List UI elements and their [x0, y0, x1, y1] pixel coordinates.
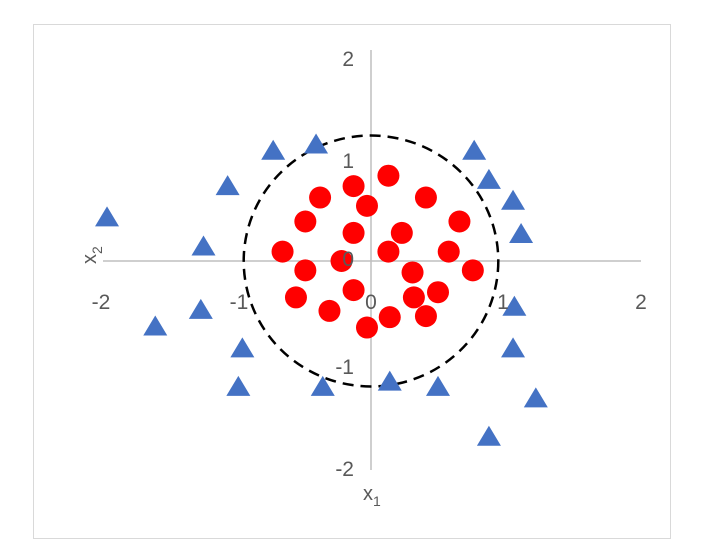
tick-labels: -2 -1 0 1 2 2 1 0 -1 -2 — [92, 48, 647, 481]
red-circle-point — [437, 240, 460, 263]
blue-triangle-point — [226, 375, 251, 396]
red-circle-point — [448, 210, 471, 233]
blue-triangle-point — [502, 295, 527, 316]
red-circle-point — [284, 286, 307, 309]
blue-triangle-point — [476, 425, 501, 446]
red-circle-point — [309, 186, 332, 209]
blue-triangle-point — [377, 370, 402, 391]
blue-triangle-point — [143, 315, 168, 336]
red-circle-point — [401, 261, 424, 284]
y-axis-label: x2 — [79, 246, 105, 264]
x-tick-label: 0 — [365, 291, 377, 314]
blue-triangle-point — [310, 375, 335, 396]
axes — [103, 50, 641, 470]
red-circle-point — [378, 306, 401, 329]
red-circle-point — [390, 221, 413, 244]
y-tick-label: -1 — [335, 356, 354, 379]
red-circle-point — [402, 286, 425, 309]
y-tick-label: -2 — [335, 458, 354, 481]
red-circle-point — [355, 316, 378, 339]
red-circle-point — [342, 175, 365, 198]
x-tick-label: 2 — [635, 291, 647, 314]
red-circle-point — [414, 305, 437, 328]
blue-triangle-point — [509, 223, 534, 243]
blue-triangle-point — [501, 337, 526, 358]
red-circle-point — [342, 279, 365, 302]
red-circle-point — [377, 240, 400, 263]
blue-triangle-point — [476, 168, 501, 189]
red-circle-point — [377, 164, 400, 187]
red-circle-point — [461, 259, 484, 282]
blue-triangle-point — [501, 189, 526, 210]
blue-triangle-point — [462, 139, 487, 160]
blue-triangle-point — [261, 139, 286, 160]
red-circle-point — [294, 210, 317, 233]
y-tick-label: 2 — [342, 48, 354, 71]
red-circle-point — [427, 281, 449, 304]
blue-triangle-point — [191, 235, 216, 256]
x-axis-label: x1 — [363, 483, 381, 509]
blue-triangle-point — [188, 298, 213, 319]
red-circle-point — [414, 186, 437, 209]
data-points — [95, 133, 548, 446]
boundary-circle — [242, 134, 500, 388]
red-circle-point — [318, 299, 341, 322]
blue-triangle-point — [304, 133, 329, 154]
red-circle-point — [355, 194, 378, 217]
red-circle-point — [330, 250, 353, 272]
x-tick-label: 1 — [497, 291, 509, 314]
x-tick-label: -2 — [92, 291, 111, 314]
blue-triangle-point — [523, 387, 548, 408]
blue-triangle-point — [215, 175, 240, 196]
blue-triangle-point — [426, 375, 450, 396]
y-tick-label: 0 — [342, 248, 354, 271]
red-circle-point — [294, 259, 317, 282]
decision-boundary — [242, 134, 500, 388]
red-circle-point — [271, 240, 294, 263]
red-circle-point — [342, 221, 365, 244]
x-tick-label: -1 — [230, 291, 249, 314]
blue-triangle-point — [95, 206, 120, 227]
y-tick-label: 1 — [342, 150, 354, 173]
blue-triangle-point — [230, 337, 255, 358]
